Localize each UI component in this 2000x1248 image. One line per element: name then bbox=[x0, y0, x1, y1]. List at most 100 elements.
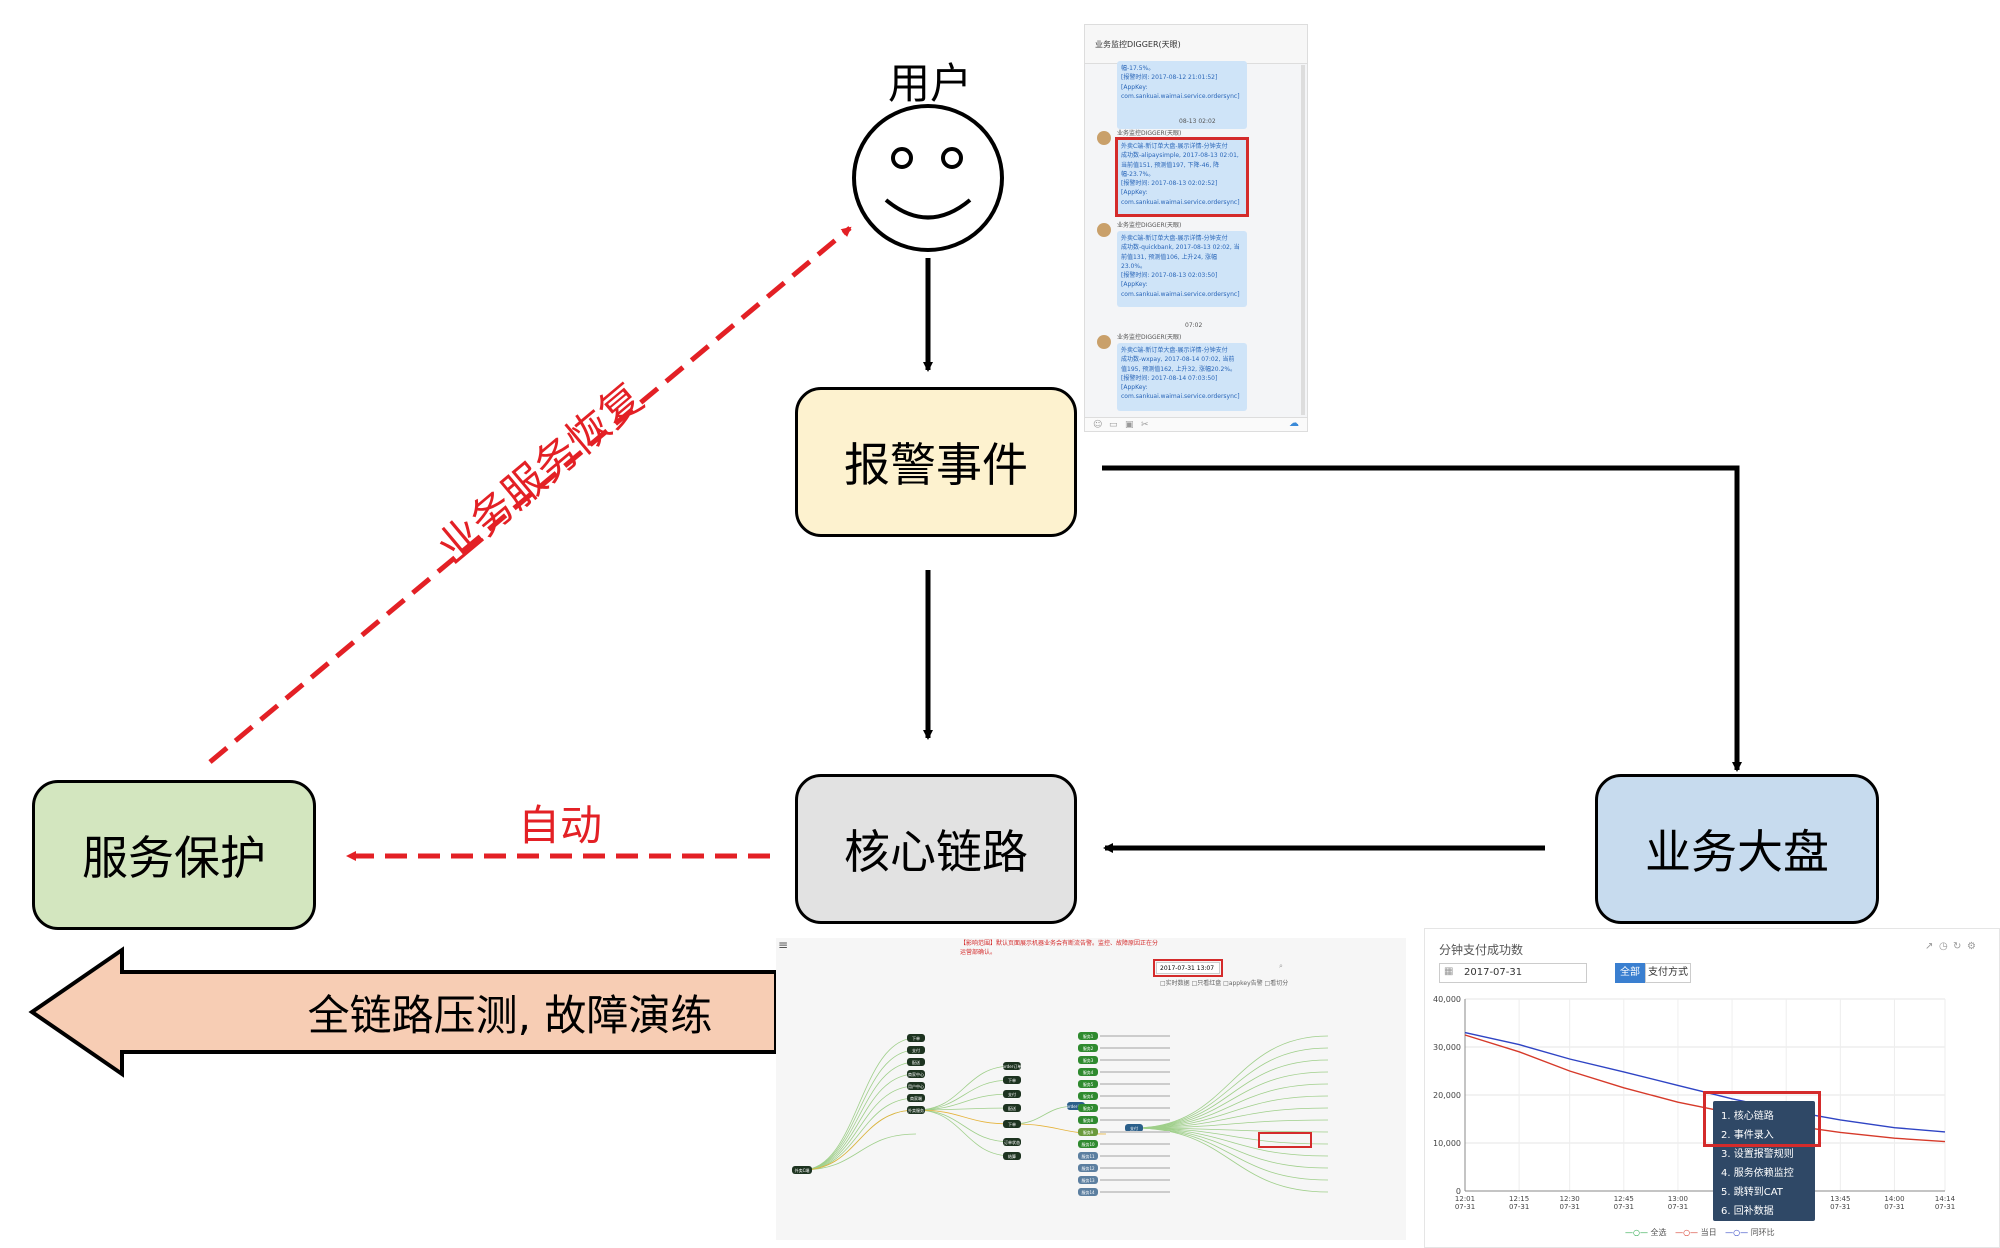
chat-line: 值195, 预测值162, 上升32, 涨幅20.2%。 bbox=[1121, 365, 1237, 373]
paytype-button[interactable]: 支付方式 bbox=[1645, 963, 1691, 983]
service-name-bar bbox=[1100, 1131, 1170, 1133]
topology-node[interactable] bbox=[907, 1094, 925, 1102]
all-button[interactable]: 全部 bbox=[1615, 963, 1645, 983]
business-board-node[interactable]: 业务大盘 bbox=[1595, 774, 1879, 924]
topology-node[interactable] bbox=[1003, 1062, 1021, 1070]
topology-node[interactable] bbox=[1078, 1164, 1098, 1172]
chat-bubble-3[interactable]: 外卖C端-新订单大盘-展示详情-分钟支付 成功数-wxpay, 2017-08-… bbox=[1117, 343, 1247, 411]
menu-item-alarm-rule[interactable]: 3. 设置报警规则 bbox=[1721, 1149, 1794, 1160]
topology-node[interactable] bbox=[1003, 1090, 1021, 1098]
y-tick-label: 30,000 bbox=[1433, 1043, 1461, 1052]
topology-edge bbox=[1133, 1083, 1329, 1129]
topology-node[interactable] bbox=[792, 1166, 812, 1174]
topology-node-label: 服务10 bbox=[1081, 1141, 1095, 1147]
topology-edge bbox=[1133, 1095, 1329, 1129]
topology-node[interactable] bbox=[907, 1046, 925, 1054]
dashboard-screenshot: 分钟支付成功数 ↗ ◷ ↻ ⚙ ▦ 2017-07-31 全部 支付方式 40,… bbox=[1424, 928, 2000, 1248]
topology-node-label: 服务5 bbox=[1083, 1081, 1094, 1087]
search-icon[interactable]: ⌕ bbox=[1279, 962, 1283, 970]
topology-edge bbox=[915, 1079, 1013, 1111]
topology-edge bbox=[1133, 1035, 1329, 1129]
topology-node[interactable] bbox=[1003, 1104, 1021, 1112]
alarm-event-node[interactable]: 报警事件 bbox=[795, 387, 1077, 537]
chat-toolbar: ☺ ▭ ▣ ✂ ☁ bbox=[1085, 417, 1307, 431]
topology-node-label: 外卖C端 bbox=[795, 1167, 810, 1173]
filter-options[interactable]: □实时数据 □只看红盘 □appkey告警 □看切分 bbox=[1160, 980, 1289, 987]
chat-bubble-1[interactable]: 外卖C端-新订单大盘-展示详情-分钟支付 成功数-alipaysimple, 2… bbox=[1117, 139, 1247, 215]
service-name-bar bbox=[1100, 1083, 1170, 1085]
topology-node[interactable] bbox=[1078, 1068, 1098, 1076]
topology-node[interactable] bbox=[1078, 1152, 1098, 1160]
topology-edge bbox=[1133, 1127, 1329, 1169]
topology-node-label: 下单 bbox=[1008, 1121, 1016, 1127]
topology-node[interactable] bbox=[1078, 1128, 1098, 1136]
topology-node[interactable] bbox=[1078, 1116, 1098, 1124]
date-picker[interactable]: ▦ 2017-07-31 bbox=[1439, 963, 1587, 983]
highlight-box bbox=[1153, 959, 1223, 977]
topology-node[interactable] bbox=[1078, 1056, 1098, 1064]
topology-node[interactable] bbox=[1078, 1176, 1098, 1184]
topology-edge bbox=[915, 1093, 1013, 1111]
chat-line: com.sankuai.waimai.service.ordersync] bbox=[1121, 393, 1240, 401]
upload-icon[interactable]: ☁ bbox=[1289, 418, 1299, 429]
topology-node[interactable] bbox=[1078, 1032, 1098, 1040]
chat-scrollbar[interactable] bbox=[1301, 65, 1305, 415]
topology-node[interactable] bbox=[907, 1058, 925, 1066]
folder-icon[interactable]: ▭ bbox=[1109, 420, 1118, 430]
menu-item-backfill[interactable]: 6. 回补数据 bbox=[1721, 1206, 1774, 1217]
chat-bubble-2[interactable]: 外卖C端-新订单大盘-展示详情-分钟支付 成功数-quickbank, 2017… bbox=[1117, 231, 1247, 307]
menu-icon[interactable]: ≡ bbox=[778, 938, 789, 952]
x-tick-label: 13:00 bbox=[1668, 1195, 1688, 1203]
emoji-icon[interactable]: ☺ bbox=[1093, 420, 1103, 430]
scissors-icon[interactable]: ✂ bbox=[1141, 420, 1149, 430]
topology-node[interactable] bbox=[907, 1034, 925, 1042]
x-tick-date: 07-31 bbox=[1935, 1203, 1955, 1211]
date-input[interactable]: 2017-07-31 13:07 bbox=[1156, 962, 1220, 974]
y-tick-label: 10,000 bbox=[1433, 1139, 1461, 1148]
image-icon[interactable]: ▣ bbox=[1125, 420, 1134, 430]
menu-item-event[interactable]: 2. 事件录入 bbox=[1721, 1130, 1774, 1141]
line-chart: 40,00030,00020,00010,000012:0107-3112:15… bbox=[1433, 995, 1956, 1211]
topology-node[interactable] bbox=[907, 1082, 925, 1090]
topology-node[interactable] bbox=[1003, 1138, 1021, 1146]
x-tick-label: 14:00 bbox=[1884, 1195, 1904, 1203]
menu-item-cat[interactable]: 5. 跳转到CAT bbox=[1721, 1187, 1783, 1198]
core-link-node[interactable]: 核心链路 bbox=[795, 774, 1077, 924]
topology-node-label: order订单 bbox=[1067, 1103, 1086, 1109]
topology-node[interactable] bbox=[1078, 1044, 1098, 1052]
topology-node[interactable] bbox=[1078, 1140, 1098, 1148]
topology-node[interactable] bbox=[1003, 1076, 1021, 1084]
topology-node[interactable] bbox=[1078, 1104, 1098, 1112]
topology-node-label: 服务14 bbox=[1081, 1189, 1095, 1195]
settings-icon[interactable]: ⚙ bbox=[1967, 941, 1976, 952]
topology-node-label: 服务1 bbox=[1083, 1033, 1094, 1039]
legend-today[interactable]: 当日 bbox=[1700, 1228, 1717, 1237]
notice-line-2: 运营部确认。 bbox=[960, 949, 997, 956]
dashboard-title: 分钟支付成功数 bbox=[1439, 943, 1524, 957]
topology-node[interactable] bbox=[1125, 1124, 1143, 1132]
line-chart-icon[interactable]: ↗ bbox=[1925, 941, 1934, 952]
topology-node[interactable] bbox=[1078, 1080, 1098, 1088]
clock-icon[interactable]: ◷ bbox=[1939, 941, 1948, 952]
topology-node-label: 服务9 bbox=[1083, 1129, 1094, 1135]
topology-node[interactable] bbox=[907, 1070, 925, 1078]
topology-node[interactable] bbox=[907, 1106, 925, 1114]
refresh-icon[interactable]: ↻ bbox=[1953, 941, 1962, 952]
topology-node[interactable] bbox=[1078, 1092, 1098, 1100]
topology-graph: 外卖C端下单支付配送商家中心用户中心商家端外卖服务order订单下单支付配送订单… bbox=[792, 1032, 1329, 1196]
menu-item-core-link[interactable]: 1. 核心链路 bbox=[1721, 1111, 1774, 1122]
chat-line: 外卖C端-新订单大盘-展示详情-分钟支付 bbox=[1121, 143, 1228, 150]
arrow-alarm-to-board bbox=[1102, 465, 1742, 772]
x-tick-date: 07-31 bbox=[1455, 1203, 1475, 1211]
menu-item-dependency[interactable]: 4. 服务依赖监控 bbox=[1721, 1168, 1794, 1179]
legend-compare[interactable]: 同环比 bbox=[1750, 1228, 1775, 1237]
topology-node[interactable] bbox=[1003, 1152, 1021, 1160]
chat-divider: 08-13 02:02 bbox=[1179, 118, 1216, 125]
service-protect-node[interactable]: 服务保护 bbox=[32, 780, 316, 930]
chat-line: 前值131, 预测值106, 上升24, 涨幅 bbox=[1121, 253, 1217, 261]
legend-all[interactable]: 全选 bbox=[1650, 1228, 1667, 1237]
topology-edge bbox=[915, 1065, 1013, 1111]
topology-node-label: 服务11 bbox=[1081, 1153, 1095, 1159]
topology-node[interactable] bbox=[1078, 1188, 1098, 1196]
topology-node[interactable] bbox=[1003, 1120, 1021, 1128]
